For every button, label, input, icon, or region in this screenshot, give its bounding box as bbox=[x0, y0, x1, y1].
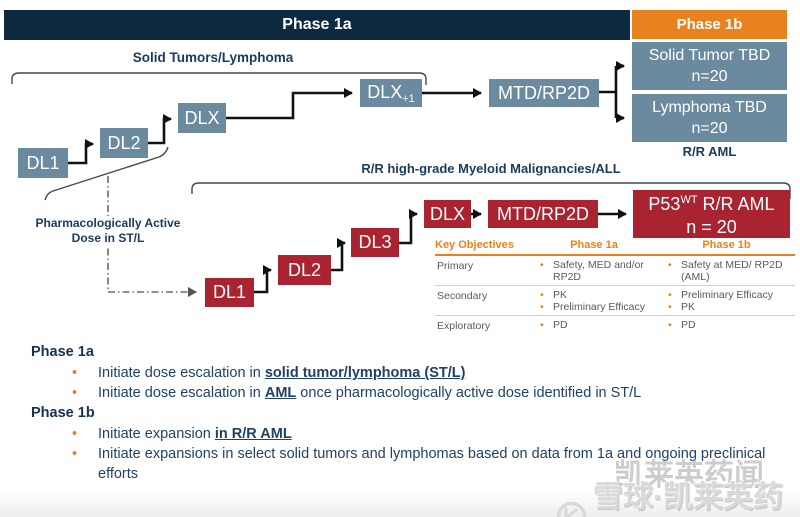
summary-phase1b-bullets: Initiate expansion in R/R AML Initiate e… bbox=[0, 424, 800, 484]
solid-tumor-line2: n=20 bbox=[691, 68, 728, 85]
stl-dl2-label: DL2 bbox=[107, 132, 141, 153]
phase1a-header-bar: Phase 1a bbox=[4, 10, 630, 40]
summary-phase1a-heading: Phase 1a bbox=[31, 344, 94, 360]
aml-dl3-label: DL3 bbox=[358, 232, 392, 252]
key-objectives-table: Key Objectives Phase 1a Phase 1b Primary… bbox=[435, 239, 795, 335]
arrow-dl2-dlx bbox=[148, 114, 172, 145]
stl-dlx-box: DLX bbox=[178, 103, 226, 133]
objectives-row-secondary-label: Secondary bbox=[437, 290, 488, 302]
phase1b-header-bar: Phase 1b bbox=[632, 10, 787, 39]
p53wt-line2: n = 20 bbox=[686, 217, 737, 237]
stl-mtd-rp2d-label: MTD/RP2D bbox=[497, 82, 590, 103]
aml-dl1-label: DL1 bbox=[212, 282, 247, 302]
lymphoma-line2: n=20 bbox=[691, 120, 728, 137]
stl-dlx-plus1-box: DLX+1 bbox=[360, 79, 422, 107]
phase1b-solid-tumor-box: Solid Tumor TBD n=20 bbox=[632, 42, 787, 90]
objectives-col0-header: Key Objectives bbox=[435, 239, 514, 251]
stl-dl1-box: DL1 bbox=[18, 148, 68, 178]
arrow-rdl1-rdl2 bbox=[254, 265, 272, 294]
objectives-row-exploratory-label: Exploratory bbox=[437, 320, 491, 332]
summary-phase1a-bullets: Initiate dose escalation in solid tumor/… bbox=[0, 363, 800, 403]
stl-dl1-label: DL1 bbox=[26, 152, 60, 173]
stl-bracket bbox=[11, 72, 427, 85]
phase1b-lymphoma-box: Lymphoma TBD n=20 bbox=[632, 94, 787, 142]
objectives-row-separator bbox=[435, 315, 795, 316]
objectives-exploratory-1b: PD bbox=[658, 316, 795, 335]
pharm-active-line2: Dose in ST/L bbox=[71, 231, 145, 245]
pharm-active-line1: Pharmacologically Active bbox=[35, 216, 181, 230]
objectives-primary-1a: Safety, MED and/or RP2D bbox=[530, 256, 658, 285]
objectives-col1-header: Phase 1a bbox=[570, 239, 618, 251]
summary-bullet: Initiate expansions in select solid tumo… bbox=[0, 444, 800, 484]
pharm-slant-bracket bbox=[44, 146, 169, 201]
watermark-overlay-text: 凯莱英药闻 bbox=[614, 459, 764, 492]
aml-bracket-label: R/R high-grade Myeloid Malignancies/ALL bbox=[361, 161, 621, 176]
aml-dl2-label: DL2 bbox=[287, 259, 322, 280]
summary-bullet: Initiate dose escalation in solid tumor/… bbox=[0, 363, 800, 383]
stl-dl2-box: DL2 bbox=[100, 128, 148, 158]
stl-bracket-label: Solid Tumors/Lymphoma bbox=[132, 50, 294, 65]
watermark: 雪球·凯莱英药闻 bbox=[556, 472, 800, 517]
stl-mtd-rp2d-box: MTD/RP2D bbox=[489, 79, 599, 107]
aml-dl2-box: DL2 bbox=[278, 255, 331, 285]
stl-dlx-plus1-label: DLX+1 bbox=[367, 81, 415, 105]
summary-bullet: Initiate expansion in R/R AML bbox=[0, 424, 800, 444]
objectives-col2-header: Phase 1b bbox=[702, 239, 751, 251]
aml-dlx-box: DLX bbox=[424, 200, 471, 228]
fork-stem bbox=[599, 66, 618, 118]
arrow-dlx-dlx1 bbox=[226, 88, 353, 120]
lymphoma-line1: Lymphoma TBD bbox=[652, 99, 767, 116]
objectives-primary-1b: Safety at MED/ RP2D (AML) bbox=[658, 256, 795, 285]
objectives-row-separator bbox=[435, 285, 795, 286]
p53wt-line1: P53WT R/R AML bbox=[648, 194, 775, 214]
stl-dlx-label: DLX bbox=[184, 107, 220, 128]
objectives-exploratory-1a: PD bbox=[530, 316, 658, 335]
summary-phase1b-heading: Phase 1b bbox=[31, 405, 95, 421]
p53wt-rr-aml-box: P53WT R/R AML n = 20 bbox=[633, 190, 790, 238]
bottom-gradient bbox=[0, 491, 800, 517]
aml-dlx-label: DLX bbox=[429, 203, 465, 224]
summary-bullet: Initiate dose escalation in AML once pha… bbox=[0, 383, 800, 403]
arrow-dl1-dl2 bbox=[68, 139, 94, 165]
phase1b-header-label: Phase 1b bbox=[676, 16, 743, 33]
objectives-secondary-1b: Preliminary Efficacy PK bbox=[658, 286, 795, 315]
rr-aml-caption: R/R AML bbox=[682, 144, 737, 159]
aml-mtd-rp2d-label: MTD/RP2D bbox=[496, 203, 589, 224]
phase1a-header-label: Phase 1a bbox=[282, 16, 352, 33]
aml-mtd-rp2d-box: MTD/RP2D bbox=[488, 200, 598, 228]
watermark-text: 雪球·凯莱英药闻 bbox=[593, 481, 783, 514]
objectives-row-primary-label: Primary bbox=[437, 260, 474, 272]
aml-dl3-box: DL3 bbox=[351, 228, 399, 257]
solid-tumor-line1: Solid Tumor TBD bbox=[648, 47, 771, 64]
objectives-secondary-1a: PK Preliminary Efficacy bbox=[530, 286, 658, 315]
aml-bracket bbox=[191, 182, 791, 199]
pharm-active-dose-label: Pharmacologically Active Dose in ST/L bbox=[25, 216, 191, 246]
arrow-rdl2-rdl3 bbox=[331, 238, 346, 272]
arrow-rdl3-rdlx bbox=[399, 209, 418, 245]
aml-dl1-box: DL1 bbox=[205, 278, 254, 307]
xueqiu-logo-icon bbox=[556, 501, 587, 517]
objectives-header-rule bbox=[435, 254, 795, 256]
pharm-dashdot-connector bbox=[107, 176, 197, 297]
